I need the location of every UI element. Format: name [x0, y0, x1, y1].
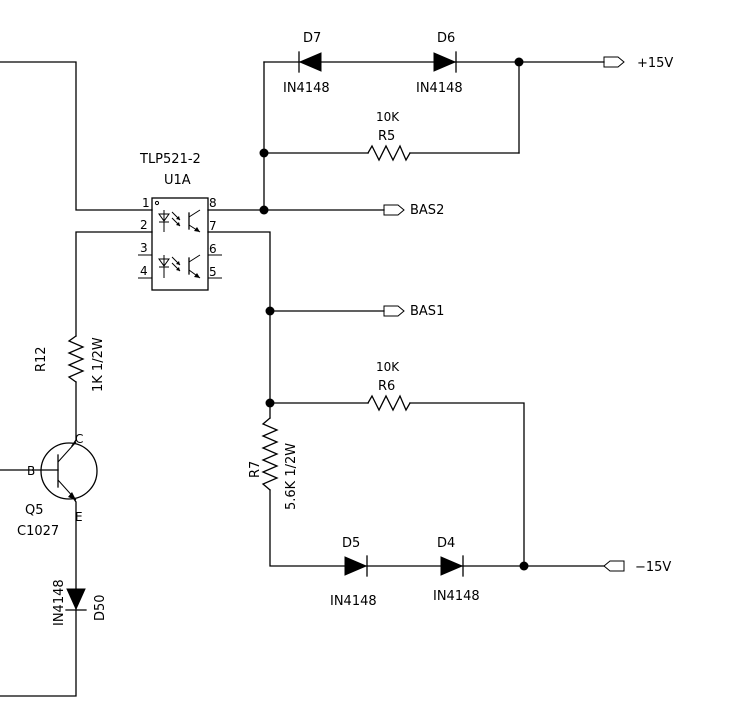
- diode-d6-ref: D6: [437, 31, 455, 46]
- resistor-r5-ref: R5: [378, 129, 395, 144]
- junctions: [259, 57, 529, 571]
- junction-dot: [265, 306, 275, 316]
- diode-d7-part: IN4148: [283, 81, 330, 96]
- ic-pin-number: 5: [209, 265, 217, 279]
- resistor-r7-value: 5.6K 1/2W: [284, 443, 299, 510]
- junction-dot: [259, 205, 269, 215]
- port-minus15-label: −15V: [635, 560, 671, 575]
- resistor-r7-symbol: [261, 417, 279, 491]
- port-bas2-label: BAS2: [410, 203, 444, 218]
- diode-d5: D5 IN4148: [330, 536, 377, 609]
- transistor-ref: Q5: [25, 503, 44, 518]
- opto-channel-2: [158, 254, 201, 279]
- ic-pin-number: 4: [140, 264, 148, 278]
- port-bas1: BAS1: [383, 304, 444, 319]
- resistor-r5: 10K R5: [367, 110, 411, 162]
- diode-d5-symbol: [344, 556, 368, 576]
- transistor-pin-b: B: [27, 464, 35, 478]
- transistor-pin-e: E: [75, 510, 83, 524]
- resistor-r12: R12 1K 1/2W: [34, 335, 106, 392]
- ic-pin-number: 3: [140, 241, 148, 255]
- ic-ref-label: U1A: [164, 173, 191, 188]
- diode-d7-ref: D7: [303, 31, 321, 46]
- diode-d50-part: IN4148: [52, 579, 67, 626]
- diode-d4: D4 IN4148: [433, 536, 480, 604]
- port-bas1-label: BAS1: [410, 304, 444, 319]
- opto-channel-1: [158, 209, 201, 233]
- diode-d50-ref: D50: [93, 594, 108, 621]
- diode-d7: D7 IN4148: [283, 31, 330, 96]
- diode-d5-part: IN4148: [330, 594, 377, 609]
- diode-d4-part: IN4148: [433, 589, 480, 604]
- ic-pin-number: 2: [140, 218, 148, 232]
- ic-body: [151, 197, 209, 291]
- resistor-r5-symbol: [367, 144, 411, 162]
- resistor-r6-ref: R6: [378, 379, 395, 394]
- resistor-r12-value: 1K 1/2W: [91, 337, 106, 392]
- optocoupler-u1a: TLP521-2 U1A 1 2 3 4 5 6 7 8: [138, 152, 222, 291]
- ic-pin-number: 7: [209, 219, 217, 233]
- wire-r6-right: [409, 402, 525, 567]
- transistor-part: C1027: [17, 524, 59, 539]
- port-flag-icon: [603, 56, 625, 68]
- ic-pin-number: 8: [209, 196, 217, 210]
- resistor-r7-ref: R7: [248, 461, 263, 478]
- pin1-marker-icon: [154, 200, 160, 206]
- port-plus15-label: +15V: [637, 56, 673, 71]
- wire-minus15-rail: [269, 489, 605, 567]
- wire-pin7: [207, 231, 271, 419]
- diode-d7-symbol: [298, 52, 322, 72]
- resistor-r6-value: 10K: [376, 360, 400, 374]
- diode-d4-ref: D4: [437, 536, 455, 551]
- ic-pin-number: 1: [142, 196, 150, 210]
- port-minus15: −15V: [603, 560, 671, 575]
- resistor-r12-ref: R12: [34, 346, 49, 372]
- transistor-body: [40, 442, 98, 500]
- port-flag-icon: [383, 204, 405, 216]
- diode-d6: D6 IN4148: [416, 31, 463, 96]
- resistor-r5-value: 10K: [376, 110, 400, 124]
- wire-pin2: [75, 231, 153, 337]
- diode-d4-symbol: [440, 556, 464, 576]
- resistor-r6: 10K R6: [367, 360, 411, 412]
- diode-d6-part: IN4148: [416, 81, 463, 96]
- wire-collector: [71, 381, 77, 447]
- resistor-r6-symbol: [367, 394, 411, 412]
- junction-dot: [259, 148, 269, 158]
- diode-d6-symbol: [433, 52, 457, 72]
- junction-dot: [514, 57, 524, 67]
- ic-pin-number: 6: [209, 242, 217, 256]
- port-bas2: BAS2: [383, 203, 444, 218]
- diode-d50-symbol: [66, 588, 86, 611]
- junction-dot: [519, 561, 529, 571]
- diode-d50: IN4148 D50: [52, 579, 108, 626]
- junction-dot: [265, 398, 275, 408]
- resistor-r7: R7 5.6K 1/2W: [248, 417, 299, 510]
- wire-pin1: [0, 61, 153, 211]
- transistor-pin-c: C: [75, 432, 83, 446]
- port-plus15: +15V: [603, 56, 673, 71]
- emitter-arrow-icon: [68, 492, 76, 500]
- transistor-collector-lead: [57, 441, 77, 463]
- port-flag-icon: [383, 305, 405, 317]
- resistor-r12-symbol: [67, 335, 85, 383]
- diode-d5-ref: D5: [342, 536, 360, 551]
- port-flag-icon: [603, 560, 625, 572]
- ic-part-label: TLP521-2: [139, 152, 201, 167]
- transistor-q5: C B E Q5 C1027: [17, 432, 98, 539]
